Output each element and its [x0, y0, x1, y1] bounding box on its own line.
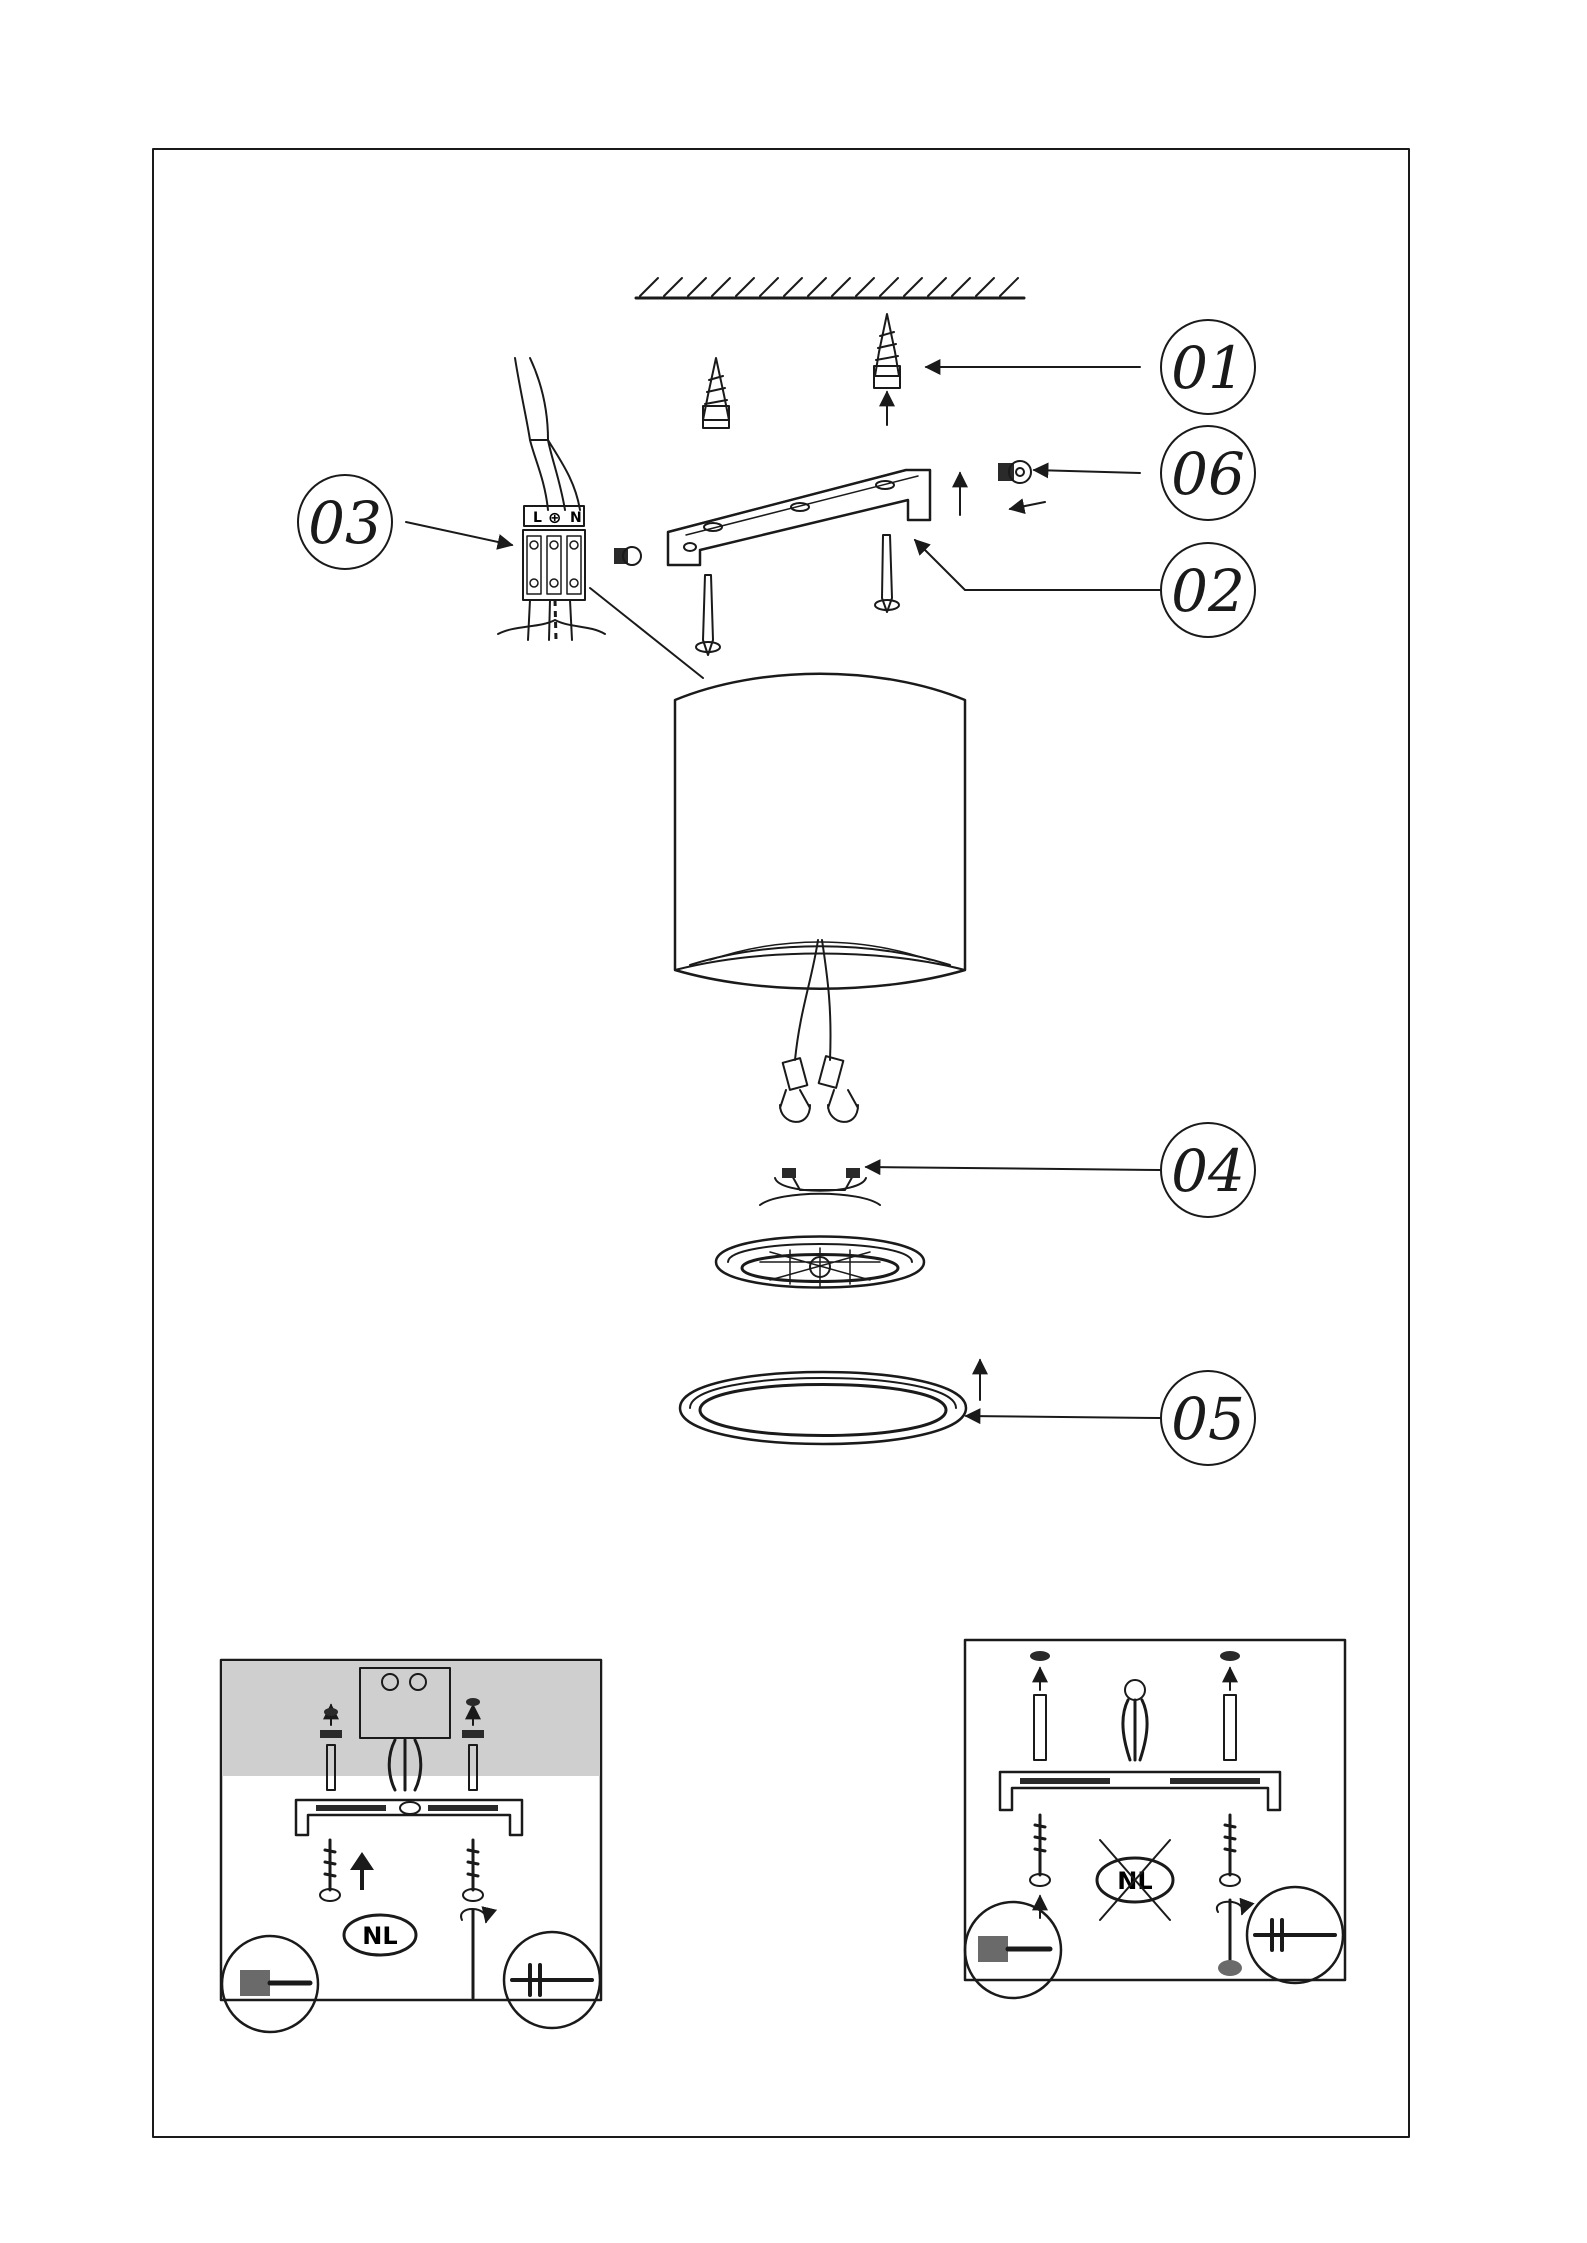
inset-right: NL [965, 1640, 1345, 1998]
terminal-block: L ⊕ N [498, 358, 703, 678]
callout-01: 01 [1161, 320, 1255, 414]
inset-left-badge: NL [362, 1922, 397, 1950]
mounting-bracket [668, 470, 960, 565]
ceiling-hatch [636, 278, 1024, 298]
svg-text:03: 03 [308, 489, 382, 557]
set-screw-06 [998, 461, 1045, 509]
wall-plug-left [703, 358, 729, 428]
svg-text:04: 04 [1171, 1137, 1245, 1205]
lamp-bulb [716, 1168, 924, 1288]
terminal-label-N: N [570, 510, 582, 526]
terminal-label-L: L [533, 510, 542, 526]
callout-06: 06 [1161, 426, 1255, 520]
screw-right [875, 535, 899, 612]
callout-04: 04 [1161, 1123, 1255, 1217]
svg-text:05: 05 [1171, 1385, 1245, 1453]
screw-left [696, 575, 720, 655]
callout-03: 03 [298, 475, 392, 569]
terminal-label-earth: ⊕ [548, 508, 561, 527]
lamp-housing [675, 674, 965, 989]
inset-left: NL [221, 1660, 601, 2032]
lead-wires [780, 940, 858, 1122]
svg-text:01: 01 [1171, 334, 1245, 402]
svg-text:06: 06 [1171, 440, 1245, 508]
callout-02: 02 [1161, 543, 1255, 637]
terminal-screw [614, 547, 641, 565]
leader-lines [406, 367, 1160, 1418]
callout-05: 05 [1161, 1371, 1255, 1465]
svg-text:02: 02 [1171, 557, 1245, 625]
front-ring [680, 1360, 980, 1444]
wall-plug-right [874, 314, 900, 425]
